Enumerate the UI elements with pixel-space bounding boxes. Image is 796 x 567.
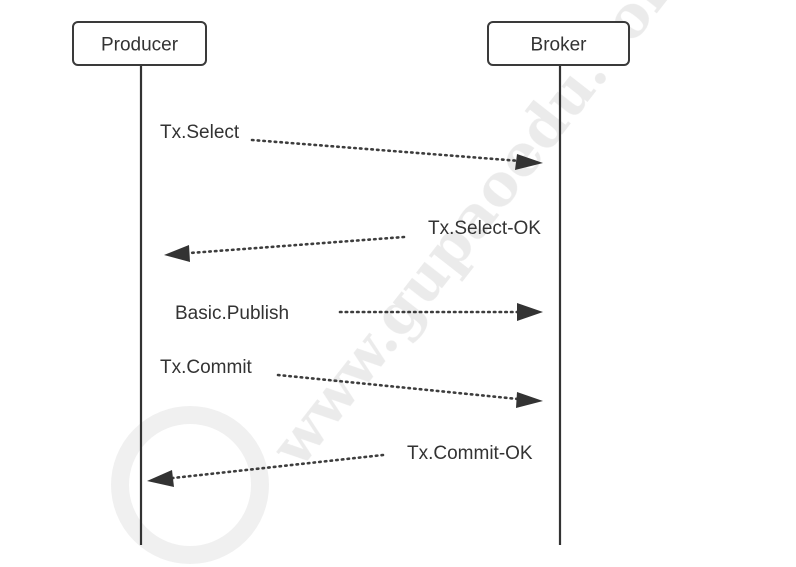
message-tx-commit-ok: Tx.Commit-OK — [147, 443, 533, 487]
message-line — [171, 453, 385, 480]
producer-label: Producer — [101, 35, 179, 56]
broker-label: Broker — [531, 35, 588, 56]
producer-participant: Producer — [72, 21, 207, 545]
watermark: www.gupaoedu.com — [111, 0, 705, 564]
message-tx-select-ok: Tx.Select-OK — [164, 218, 541, 262]
message-line — [188, 235, 406, 255]
watermark-text: www.gupaoedu.com — [257, 0, 705, 479]
message-label: Tx.Select-OK — [428, 218, 541, 239]
arrow-right-icon — [515, 154, 543, 170]
message-line — [276, 373, 520, 401]
message-label: Tx.Select — [160, 122, 240, 143]
message-tx-select: Tx.Select — [160, 122, 543, 170]
arrow-right-icon — [517, 303, 543, 321]
message-label: Basic.Publish — [175, 303, 289, 324]
watermark-seal-icon — [111, 406, 269, 564]
message-tx-commit: Tx.Commit — [160, 357, 543, 408]
arrow-left-icon — [164, 245, 190, 262]
message-label: Tx.Commit-OK — [407, 443, 533, 464]
arrow-right-icon — [516, 392, 543, 408]
message-label: Tx.Commit — [160, 357, 253, 378]
broker-participant: Broker — [487, 21, 630, 545]
broker-box — [487, 21, 630, 66]
producer-box — [72, 21, 207, 66]
message-basic-publish: Basic.Publish — [175, 303, 543, 324]
arrow-left-icon — [147, 470, 174, 487]
message-line — [250, 138, 522, 163]
